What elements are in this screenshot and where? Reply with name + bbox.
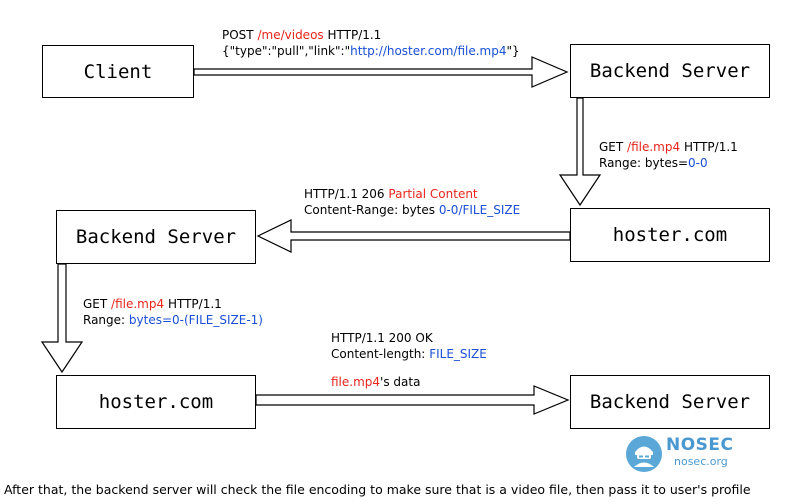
header-key: Content-Range: bytes [304, 203, 436, 217]
backend-server-box-1: Backend Server [570, 44, 770, 98]
request-path: /me/videos [257, 28, 324, 42]
hoster-box-1: hoster.com [570, 208, 770, 262]
arrow-hoster2-to-backend3 [255, 385, 570, 415]
hoster-label: hoster.com [98, 391, 214, 413]
http-method: POST [222, 28, 254, 42]
post-request-body: {"type":"pull","link":"http://hoster.com… [222, 43, 520, 59]
content-range-header: Content-Range: bytes 0-0/FILE_SIZE [304, 202, 520, 218]
logo-name: NOSEC [666, 435, 734, 455]
header-value: 0-0/FILE_SIZE [438, 203, 521, 217]
http-protocol: HTTP/1.1 [167, 297, 222, 311]
get-request-line: GET /file.mp4 HTTP/1.1 [599, 139, 738, 155]
nosec-logo: NOSEC nosec.org [626, 435, 776, 482]
request-path: /file.mp4 [627, 140, 681, 154]
client-box: Client [42, 45, 194, 98]
data-suffix: 's data [380, 375, 421, 389]
body-prefix: {"type":"pull","link":" [222, 44, 351, 58]
backend-server-label: Backend Server [75, 226, 237, 248]
backend-server-label: Backend Server [589, 391, 751, 413]
logo-url: nosec.org [674, 455, 728, 468]
http-protocol: HTTP/1.1 [327, 28, 382, 42]
partial-content-response-label: HTTP/1.1 206 Partial Content Content-Ran… [304, 186, 520, 218]
http-method: GET [599, 140, 624, 154]
range-header: Range: bytes=0-(FILE_SIZE-1) [83, 312, 263, 328]
get-full-range-request-label: GET /file.mp4 HTTP/1.1 Range: bytes=0-(F… [83, 296, 263, 328]
get-range-request-label: GET /file.mp4 HTTP/1.1 Range: bytes=0-0 [599, 139, 738, 171]
status-text: Partial Content [388, 187, 478, 201]
arrow-backend-to-hoster [558, 97, 602, 207]
range-key: Range: [83, 313, 126, 327]
data-file-name: file.mp4 [331, 375, 381, 389]
range-value: bytes=0-(FILE_SIZE-1) [128, 313, 263, 327]
hacker-mascot-icon [626, 436, 662, 472]
arrow-backend2-to-hoster2 [40, 263, 84, 374]
ok-response-label: HTTP/1.1 200 OK Content-length: FILE_SIZ… [331, 330, 487, 362]
status-line: HTTP/1.1 200 OK [331, 331, 433, 345]
http-protocol: HTTP/1.1 [683, 140, 738, 154]
range-header: Range: bytes=0-0 [599, 155, 738, 171]
range-key: Range: bytes= [599, 156, 689, 170]
post-request-line: POST /me/videos HTTP/1.1 [222, 27, 520, 43]
status-code: HTTP/1.1 206 [304, 187, 385, 201]
client-label: Client [83, 60, 153, 83]
footer-caption: After that, the backend server will chec… [4, 482, 751, 497]
request-path: /file.mp4 [111, 297, 165, 311]
range-value: 0-0 [688, 156, 708, 170]
status-line: HTTP/1.1 206 Partial Content [304, 186, 520, 202]
body-suffix: "} [506, 44, 520, 58]
post-request-label: POST /me/videos HTTP/1.1 {"type":"pull",… [222, 27, 520, 59]
body-link: http://hoster.com/file.mp4 [350, 44, 507, 58]
arrow-client-to-backend [193, 56, 569, 88]
hoster-box-2: hoster.com [56, 375, 256, 429]
backend-server-label: Backend Server [589, 60, 751, 82]
file-data-label: file.mp4's data [331, 374, 420, 390]
get-request-line: GET /file.mp4 HTTP/1.1 [83, 296, 263, 312]
http-method: GET [83, 297, 108, 311]
backend-server-box-2: Backend Server [56, 210, 256, 264]
backend-server-box-3: Backend Server [570, 375, 770, 429]
header-value: FILE_SIZE [429, 347, 487, 361]
content-length-header: Content-length: FILE_SIZE [331, 346, 487, 362]
hoster-label: hoster.com [612, 224, 728, 246]
arrow-hoster-to-backend [256, 219, 571, 253]
header-key: Content-length: [331, 347, 426, 361]
